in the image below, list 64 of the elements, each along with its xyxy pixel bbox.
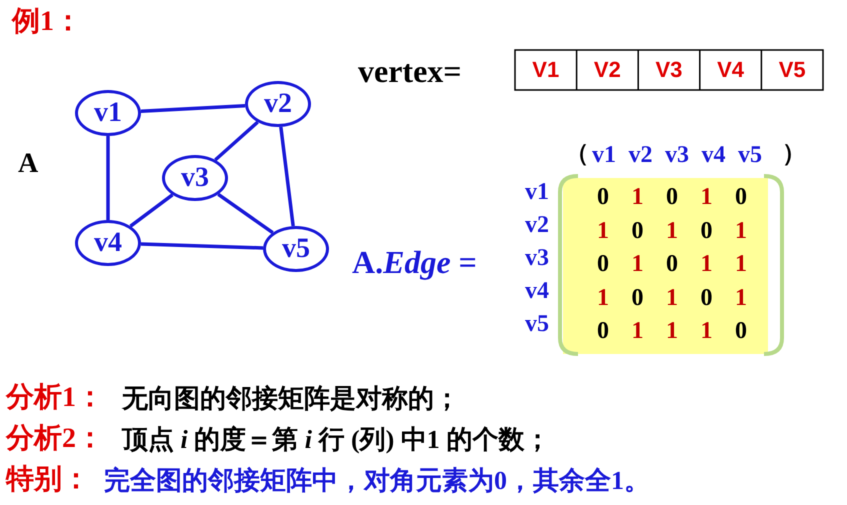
analysis-heading: 分析1： — [6, 384, 104, 412]
row-header: v3 — [525, 246, 549, 270]
matrix-entry: 1 — [632, 319, 644, 343]
matrix-entry: 0 — [666, 252, 678, 276]
matrix-entry: 1 — [632, 252, 644, 276]
column-header: v5 — [738, 143, 762, 167]
matrix-entry: 0 — [700, 218, 712, 242]
graph-name: A — [18, 150, 38, 178]
matrix-entry: 1 — [700, 252, 712, 276]
column-header: v4 — [702, 143, 726, 167]
row-header: v5 — [525, 312, 549, 336]
matrix-entry: 0 — [632, 286, 644, 310]
row-header: v2 — [525, 213, 549, 237]
analysis-heading: 分析2： — [6, 425, 104, 453]
graph-edge — [129, 193, 174, 228]
matrix-entry: 0 — [597, 252, 609, 276]
row-header: v4 — [525, 279, 549, 303]
array-cell: V5 — [778, 59, 806, 81]
matrix-entry: 0 — [666, 185, 678, 209]
matrix-entry: 1 — [666, 286, 678, 310]
matrix-entry: 1 — [597, 218, 609, 242]
matrix-entry: 1 — [666, 218, 678, 242]
matrix-entry: 0 — [700, 286, 712, 310]
array-cell: V2 — [594, 59, 621, 81]
matrix-entry: 1 — [735, 252, 747, 276]
matrix-entry: 0 — [632, 218, 644, 242]
matrix-entry: 1 — [666, 319, 678, 343]
graph-edge — [106, 136, 110, 220]
graph-edge — [279, 126, 295, 226]
array-name: vertex= — [358, 55, 462, 87]
graph-edge — [214, 120, 259, 162]
analysis-heading: 特别： — [6, 466, 90, 494]
column-header: v1 — [592, 143, 616, 167]
vertex-ellipse: v5 — [263, 226, 329, 272]
matrix-entry: 0 — [735, 319, 747, 343]
analysis-text: 顶点 i 的度＝第 i 行 (列) 中1 的个数； — [122, 427, 550, 453]
bracket-text: ） — [782, 142, 806, 166]
matrix-entry: 0 — [735, 185, 747, 209]
matrix-entry: 1 — [735, 286, 747, 310]
matrix-entry: 0 — [597, 319, 609, 343]
array-cell: V3 — [656, 59, 682, 81]
graph-edge — [140, 104, 246, 113]
array-cell: V4 — [717, 59, 744, 81]
matrix-entry: 1 — [597, 286, 609, 310]
row-header: v1 — [525, 180, 549, 204]
matrix-entry: 1 — [632, 185, 644, 209]
column-header: v3 — [665, 143, 689, 167]
matrix-entry: 1 — [700, 319, 712, 343]
matrix-entry: 1 — [735, 218, 747, 242]
vertex-ellipse: v2 — [245, 81, 311, 127]
matrix-entry: 0 — [597, 185, 609, 209]
analysis-text: 无向图的邻接矩阵是对称的； — [122, 386, 460, 412]
example-heading: 例1： — [12, 8, 82, 36]
graph-edge — [140, 242, 264, 250]
vertex-ellipse: v1 — [75, 90, 141, 136]
vertex-ellipse: v3 — [162, 155, 228, 201]
matrix-entry: 1 — [700, 185, 712, 209]
graph-edge — [217, 192, 274, 234]
analysis-text: 完全图的邻接矩阵中，对角元素为0，其余全1。 — [104, 468, 650, 494]
column-header: v2 — [628, 143, 652, 167]
matrix-name: A.Edge = — [352, 246, 477, 278]
array-cell: V1 — [532, 59, 560, 81]
vertex-ellipse: v4 — [75, 220, 141, 266]
bracket-text: （ — [565, 142, 589, 166]
